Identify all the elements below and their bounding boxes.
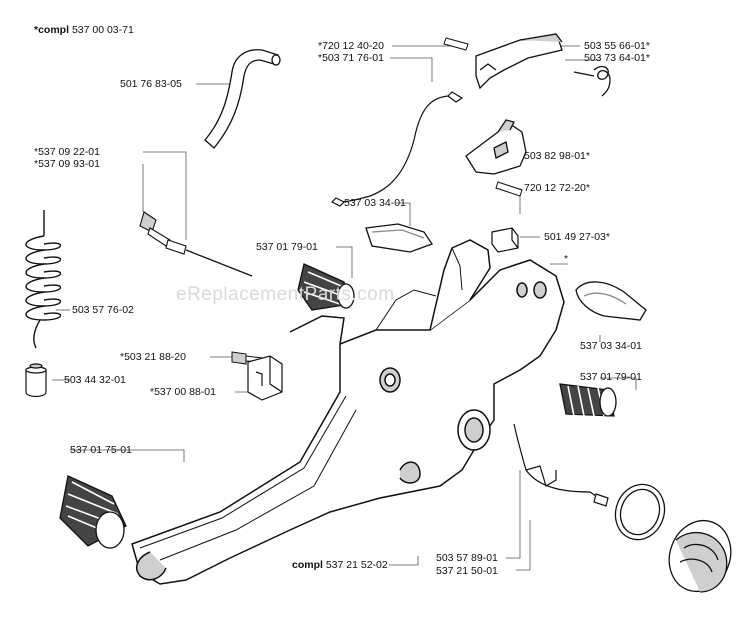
- clip-part: [491, 227, 519, 253]
- label-bracket: *537 00 88-01: [150, 386, 216, 398]
- gasket-ring-part: [614, 483, 666, 541]
- label-trigger-spring: 503 73 64-01*: [584, 52, 650, 64]
- label-pin-top: *720 12 40-20: [318, 40, 384, 52]
- bracket-part: [247, 355, 283, 401]
- label-clip: 501 49 27-03*: [544, 231, 610, 243]
- label-av-spring-right: 537 01 79-01: [580, 371, 642, 383]
- trigger-spring-part: [573, 65, 611, 97]
- trigger-part: [475, 33, 563, 90]
- label-av-spring-rear: 537 01 75-01: [70, 444, 132, 456]
- pin-lower-part: [495, 181, 523, 197]
- fuel-cap-part: [668, 519, 732, 593]
- label-trigger: 503 55 66-01*: [584, 40, 650, 52]
- header-label-number: 537 00 03-71: [71, 24, 134, 36]
- label-av-spring-left: 537 01 79-01: [256, 241, 318, 253]
- header-label: *compl 537 00 03-71: [34, 24, 134, 36]
- av-spring-rear-part: [59, 475, 127, 549]
- rubber-cap-part: [25, 363, 47, 398]
- label-pin-lower: 720 12 72-20*: [524, 182, 590, 194]
- label-valve-a: *537 09 22-01: [34, 146, 100, 158]
- av-spring-left-part: [297, 263, 355, 311]
- damper-right-part: [575, 281, 647, 321]
- watermark-text: eReplacementParts.com: [176, 284, 395, 305]
- label-tank-compl: compl 537 21 52-02: [292, 559, 388, 571]
- label-spring-coil: 503 57 76-02: [72, 304, 134, 316]
- header-label-prefix: *compl: [34, 24, 70, 36]
- label-tank-compl-number: 537 21 52-02: [325, 559, 388, 571]
- label-valve-b: *537 09 93-01: [34, 158, 100, 170]
- label-fuel-cap: 537 21 50-01: [436, 565, 498, 577]
- label-tank-compl-prefix: compl: [292, 559, 323, 571]
- label-throttle-cable: *503 71 76-01: [318, 52, 384, 64]
- label-damper-right: 537 03 34-01: [580, 340, 642, 352]
- tank-housing-part: [131, 239, 565, 585]
- label-screw: *503 21 88-20: [120, 351, 186, 363]
- damper-top-part: [365, 223, 433, 253]
- label-rubber-cap: 503 44 32-01: [64, 374, 126, 386]
- filter-part: [513, 423, 609, 507]
- throttle-cable-part: [330, 91, 464, 207]
- valve-assembly-part: [139, 211, 253, 277]
- fuel-hose-part: [204, 49, 281, 149]
- label-damper-top: 537 03 34-01: [344, 197, 406, 209]
- av-spring-right-part: [559, 383, 617, 417]
- label-trigger-lockout: 503 82 98-01*: [524, 150, 590, 162]
- label-filter: 503 57 89-01: [436, 552, 498, 564]
- label-fuel-hose: 501 76 83-05: [120, 78, 182, 90]
- trigger-lockout-part: [465, 119, 527, 175]
- label-star: *: [564, 253, 569, 265]
- pin-top-part: [443, 37, 469, 51]
- coil-spring-part: [25, 210, 62, 349]
